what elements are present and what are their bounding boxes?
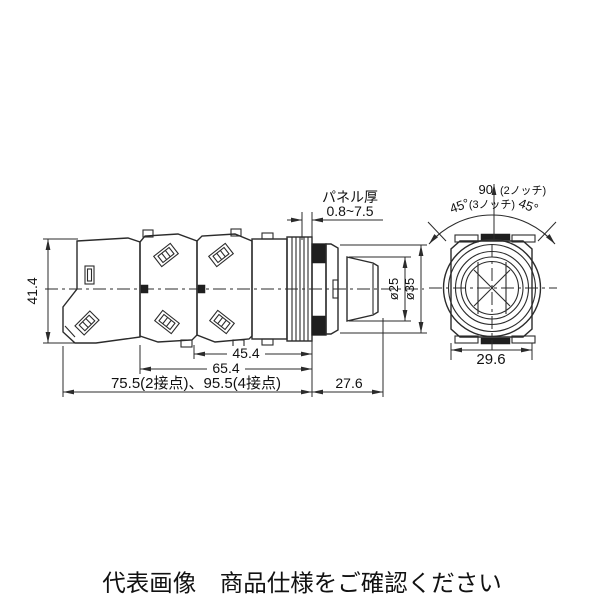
dim-65-4: 65.4 bbox=[139, 345, 312, 376]
terminal-screw bbox=[154, 309, 180, 335]
dim-text-45-4: 45.4 bbox=[232, 345, 259, 361]
latch-tab-dark bbox=[480, 337, 511, 345]
front-view bbox=[429, 233, 557, 350]
dim-dia-25: ø25 bbox=[349, 256, 411, 322]
latch-tab bbox=[511, 335, 536, 344]
dim-text-27-6: 27.6 bbox=[335, 375, 362, 391]
dim-27-6: 27.6 bbox=[312, 318, 384, 397]
angle-total: 90 bbox=[479, 182, 493, 197]
dim-height-41-4: 41.4 bbox=[24, 238, 78, 344]
terminal-screw bbox=[208, 242, 234, 268]
dimensions: パネル厚 0.8~7.5 41.4 45.4 65.4 75.5(2接点)、95… bbox=[24, 182, 557, 397]
contact-block-1 bbox=[62, 237, 141, 344]
dim-text-29-6: 29.6 bbox=[476, 351, 505, 368]
panel-thickness-label: パネル厚 bbox=[322, 189, 378, 205]
bezel bbox=[325, 243, 339, 335]
angle-mid-note: (3ノッチ) bbox=[469, 198, 515, 211]
dim-text-dia-35: ø35 bbox=[402, 278, 417, 300]
selector-knob bbox=[346, 256, 379, 322]
terminal-screw bbox=[209, 309, 235, 335]
dim-45-4: 45.4 bbox=[193, 345, 312, 361]
latch-tab bbox=[454, 335, 479, 344]
dim-total-length: 75.5(2接点)、95.5(4接点) bbox=[62, 340, 313, 397]
dim-panel-thickness: パネル厚 0.8~7.5 bbox=[287, 189, 383, 246]
dim-notch-angles: 90 (2ノッチ) 45° (3ノッチ) 45° bbox=[427, 182, 557, 245]
plunger-mark bbox=[197, 284, 206, 294]
terminal-screw bbox=[74, 310, 100, 336]
bezel-tab bbox=[332, 279, 339, 299]
panel-thickness-range: 0.8~7.5 bbox=[326, 203, 373, 219]
angle-total-note: (2ノッチ) bbox=[500, 184, 546, 197]
terminal-screw bbox=[153, 242, 179, 268]
side-view bbox=[45, 228, 424, 348]
angle-right: 45° bbox=[517, 195, 541, 216]
angle-left: 45° bbox=[448, 195, 472, 216]
caption-text: 代表画像 商品仕様をご確認ください bbox=[102, 570, 502, 596]
dim-text-41-4: 41.4 bbox=[24, 277, 40, 304]
dim-dia-35: ø35 bbox=[340, 244, 427, 334]
dim-text-dia-25: ø25 bbox=[386, 278, 401, 300]
contact-block-3 bbox=[196, 228, 253, 348]
dim-text-65-4: 65.4 bbox=[212, 360, 239, 376]
plunger-mark bbox=[140, 284, 149, 294]
threaded-neck bbox=[286, 236, 313, 342]
dim-29-6: 29.6 bbox=[450, 343, 533, 368]
dim-text-total-length: 75.5(2接点)、95.5(4接点) bbox=[111, 375, 281, 392]
